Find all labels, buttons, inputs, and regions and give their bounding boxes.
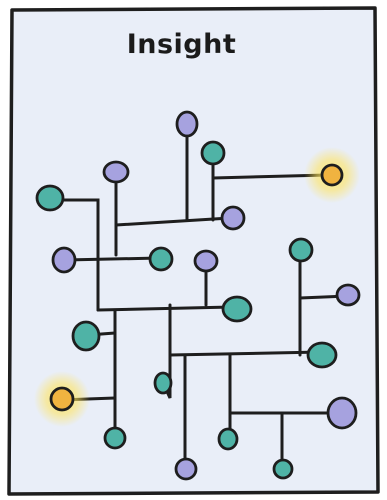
panel-title: Insight xyxy=(0,29,363,60)
node-teal xyxy=(290,239,312,261)
node-purple xyxy=(177,112,197,136)
node-teal xyxy=(150,248,172,270)
node-teal xyxy=(202,142,224,164)
node-purple xyxy=(176,459,196,479)
node-teal xyxy=(308,343,336,367)
node-purple xyxy=(53,248,75,272)
node-teal xyxy=(73,322,99,350)
node-teal xyxy=(274,460,292,478)
node-teal xyxy=(219,429,237,449)
node-teal xyxy=(223,297,251,321)
node-purple xyxy=(328,398,356,428)
node-purple xyxy=(222,207,244,229)
node-purple xyxy=(337,285,359,305)
node-teal xyxy=(155,373,171,393)
node-teal xyxy=(37,186,63,210)
node-purple xyxy=(104,162,128,182)
node-highlight xyxy=(51,388,73,410)
node-highlight xyxy=(322,165,342,185)
node-purple xyxy=(195,251,217,271)
node-teal xyxy=(105,428,125,448)
